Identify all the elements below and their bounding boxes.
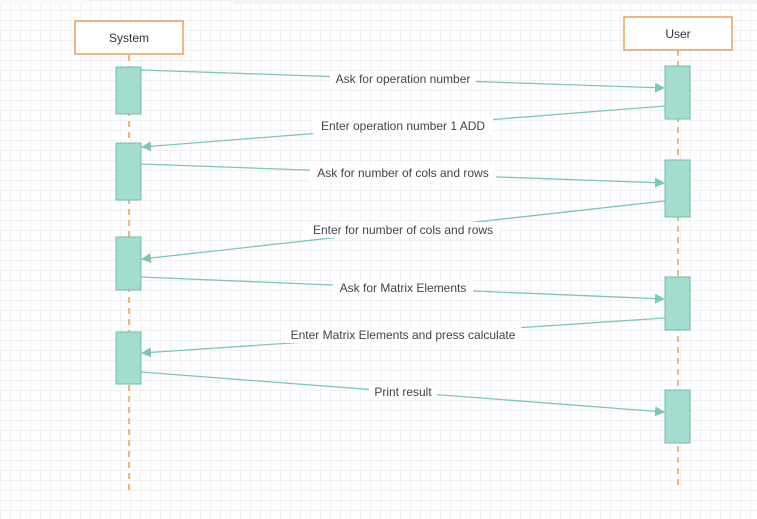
message-label: Enter for number of cols and rows (313, 223, 493, 237)
user-activation[interactable] (664, 65, 691, 120)
actor-user[interactable]: User (623, 16, 733, 51)
user-activation[interactable] (664, 276, 691, 331)
message-ask-matrix-elements[interactable]: Ask for Matrix Elements (140, 276, 665, 304)
message-ask-operation-number[interactable]: Ask for operation number (140, 69, 665, 93)
message-print-result[interactable]: Print result (140, 371, 665, 417)
message-label: Ask for operation number (336, 72, 471, 86)
actor-system[interactable]: System (74, 20, 184, 55)
user-activation[interactable] (664, 159, 691, 218)
system-activation[interactable] (115, 66, 142, 115)
actor-user-label: User (665, 27, 690, 41)
message-label: Ask for Matrix Elements (340, 281, 467, 295)
top-strip (0, 0, 88, 4)
top-strip (233, 0, 757, 4)
actor-system-label: System (109, 31, 149, 45)
message-ask-cols-rows[interactable]: Ask for number of cols and rows (140, 163, 665, 188)
message-label: Ask for number of cols and rows (317, 166, 488, 180)
message-enter-operation-number[interactable]: Enter operation number 1 ADD (141, 105, 666, 152)
system-activation[interactable] (115, 331, 142, 385)
message-enter-cols-rows[interactable]: Enter for number of cols and rows (141, 200, 666, 263)
system-activation[interactable] (115, 142, 142, 201)
user-activation[interactable] (664, 389, 691, 444)
message-enter-matrix-elements[interactable]: Enter Matrix Elements and press calculat… (141, 317, 666, 358)
message-label: Enter Matrix Elements and press calculat… (291, 328, 516, 342)
system-activation[interactable] (115, 236, 142, 291)
message-label: Enter operation number 1 ADD (321, 119, 485, 133)
message-label: Print result (374, 385, 432, 399)
